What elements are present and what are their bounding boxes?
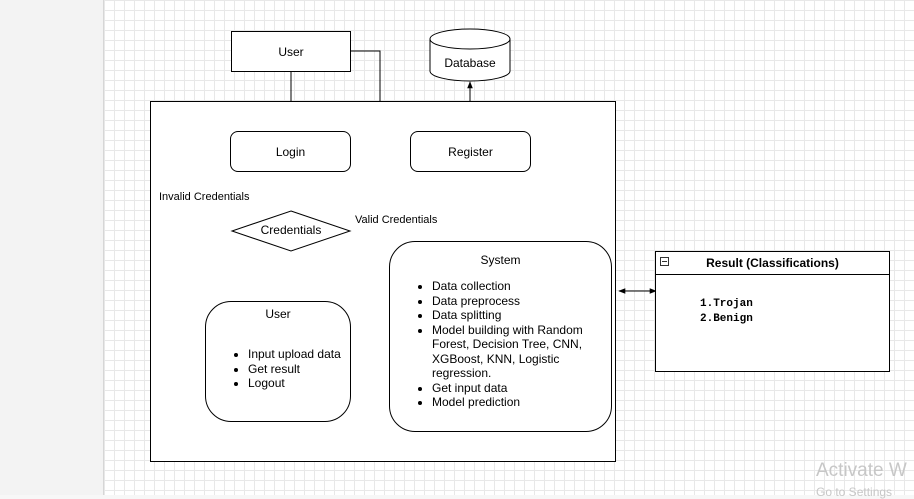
database-icon	[429, 28, 511, 82]
result-node: Result (Classifications) 1.Trojan 2.Beni…	[655, 251, 890, 372]
minus-square-icon[interactable]	[660, 257, 669, 266]
user-action-item: Logout	[248, 376, 348, 391]
credentials-diamond	[230, 210, 352, 252]
user-node: User	[231, 31, 351, 72]
user-action-item: Input upload data	[248, 347, 348, 362]
user-node-label: User	[278, 44, 304, 59]
result-title: Result (Classifications)	[706, 256, 839, 270]
result-list: 1.Trojan 2.Benign	[700, 297, 753, 327]
system-item: Get input data	[432, 381, 622, 396]
user-actions-title: User	[265, 307, 291, 321]
system-node: System Data collection Data preprocess D…	[389, 241, 612, 432]
system-item: Model building with Random Forest, Decis…	[432, 323, 622, 381]
system-title: System	[480, 253, 521, 267]
login-node: Login	[230, 131, 351, 172]
system-list: Data collection Data preprocess Data spl…	[414, 279, 622, 410]
login-label: Login	[275, 144, 306, 159]
result-item: 2.Benign	[700, 313, 753, 325]
result-item: 1.Trojan	[700, 298, 753, 310]
user-actions-list: Input upload data Get result Logout	[230, 347, 348, 391]
activate-watermark: Activate W	[816, 460, 907, 481]
system-item: Data collection	[432, 279, 622, 294]
user-actions-node: User Input upload data Get result Logout	[205, 301, 351, 422]
valid-credentials-label: Valid Credentials	[355, 214, 438, 226]
system-item: Data splitting	[432, 308, 622, 323]
system-item: Data preprocess	[432, 294, 622, 309]
database-label: Database	[444, 56, 496, 70]
activate-watermark-sub: Go to Settings	[816, 485, 893, 499]
register-label: Register	[448, 144, 493, 159]
user-action-item: Get result	[248, 362, 348, 377]
credentials-label: Credentials	[260, 223, 322, 237]
invalid-credentials-label: Invalid Credentials	[159, 191, 250, 203]
result-header: Result (Classifications)	[656, 252, 889, 275]
left-panel	[0, 0, 104, 495]
system-item: Model prediction	[432, 395, 622, 410]
register-node: Register	[410, 131, 531, 172]
